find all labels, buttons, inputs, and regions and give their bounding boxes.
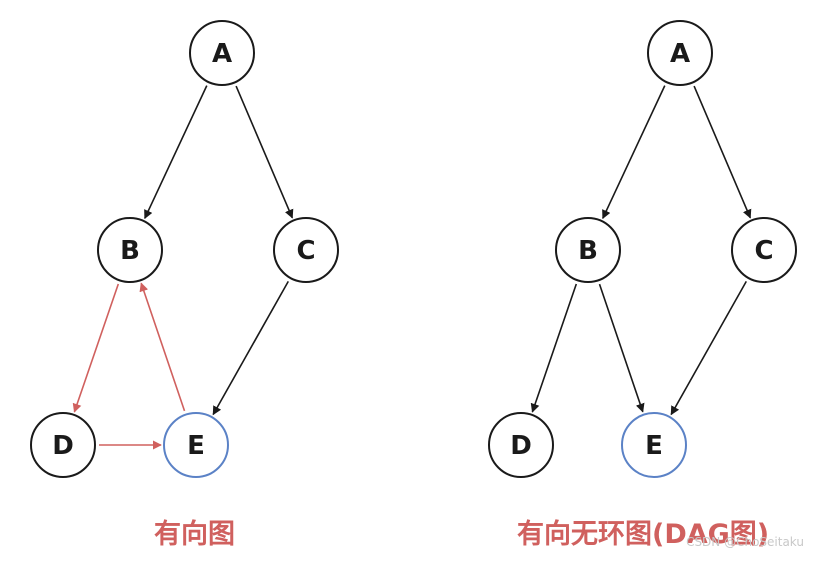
node-circle bbox=[731, 217, 797, 283]
node-circle bbox=[555, 217, 621, 283]
node-label: D bbox=[52, 431, 74, 461]
edge-c-to-e bbox=[670, 281, 747, 416]
edge-c-to-e bbox=[212, 281, 289, 416]
node-layer: A B C D E bbox=[30, 20, 339, 478]
node-c: C bbox=[731, 217, 797, 283]
node-e: E bbox=[621, 412, 687, 478]
node-label: A bbox=[670, 39, 690, 69]
node-label: D bbox=[510, 431, 532, 461]
edge-a-to-c bbox=[235, 85, 294, 219]
node-label: C bbox=[296, 236, 315, 266]
node-a: A bbox=[189, 20, 255, 86]
edge-a-to-c bbox=[693, 85, 752, 219]
edge-a-to-b bbox=[144, 85, 208, 220]
node-label: A bbox=[212, 39, 232, 69]
edge-e-to-b bbox=[139, 282, 186, 412]
node-c: C bbox=[273, 217, 339, 283]
node-circle bbox=[273, 217, 339, 283]
node-circle bbox=[163, 412, 229, 478]
edge-layer bbox=[530, 85, 752, 416]
edge-layer bbox=[72, 85, 294, 450]
node-d: D bbox=[30, 412, 96, 478]
node-label: B bbox=[120, 236, 140, 266]
node-b: B bbox=[97, 217, 163, 283]
directed-graph: A B C D E bbox=[30, 20, 339, 478]
edge-a-to-b bbox=[602, 85, 666, 220]
node-circle bbox=[97, 217, 163, 283]
node-label: E bbox=[645, 431, 663, 461]
node-label: B bbox=[578, 236, 598, 266]
dag-graph-caption: 有向无环图(DAG图) bbox=[517, 519, 770, 550]
edge-b-to-d bbox=[530, 283, 578, 413]
node-label: C bbox=[754, 236, 773, 266]
watermark: CSDN @ChoSeitaku bbox=[686, 535, 804, 549]
dag-graph: A B C D E bbox=[488, 20, 797, 478]
node-a: A bbox=[647, 20, 713, 86]
directed-graph-caption: 有向图 bbox=[154, 519, 235, 550]
node-e: E bbox=[163, 412, 229, 478]
node-circle bbox=[189, 20, 255, 86]
node-d: D bbox=[488, 412, 554, 478]
node-circle bbox=[621, 412, 687, 478]
node-label: E bbox=[187, 431, 205, 461]
node-circle bbox=[30, 412, 96, 478]
node-circle bbox=[488, 412, 554, 478]
node-b: B bbox=[555, 217, 621, 283]
node-circle bbox=[647, 20, 713, 86]
node-layer: A B C D E bbox=[488, 20, 797, 478]
edge-b-to-d bbox=[72, 283, 120, 413]
edge-b-to-e bbox=[598, 283, 645, 413]
